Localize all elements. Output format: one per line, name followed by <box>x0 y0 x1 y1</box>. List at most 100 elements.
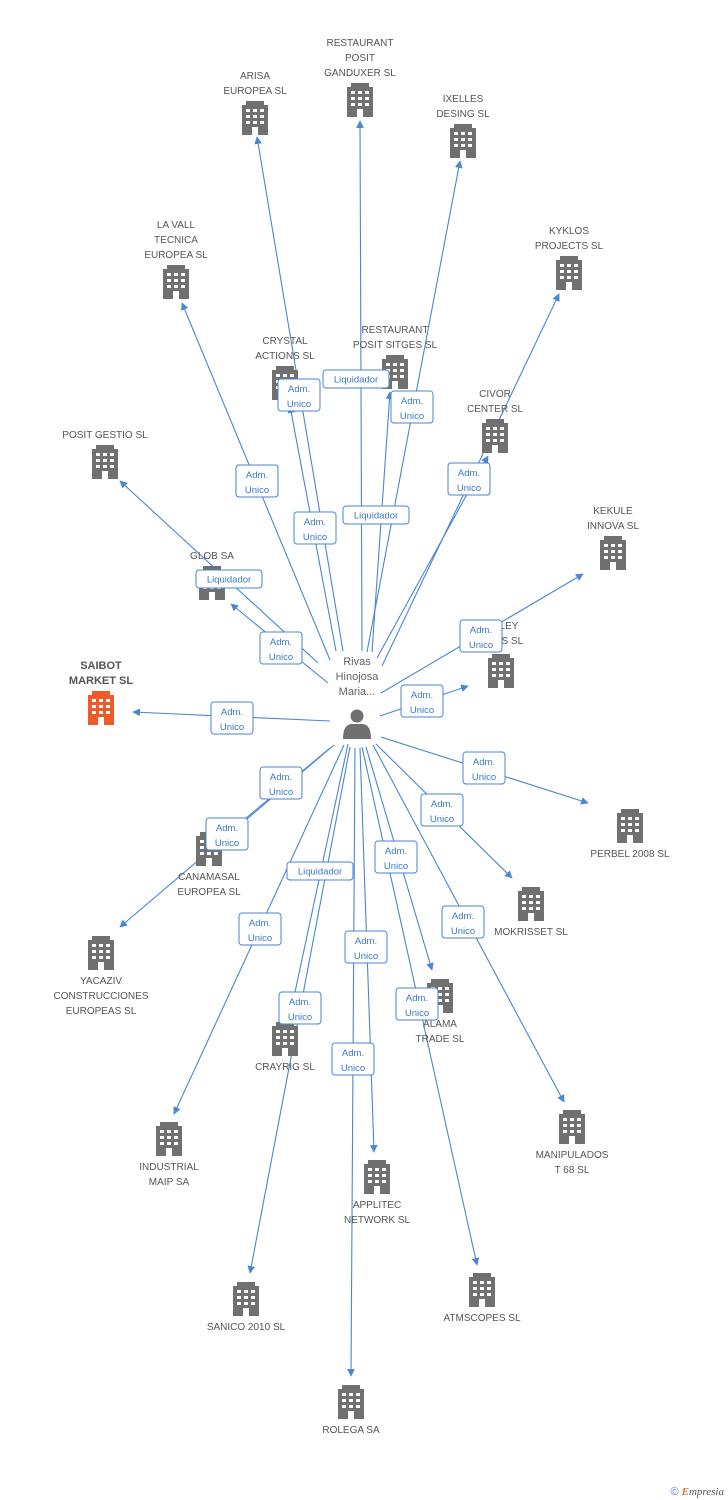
relation-label-sanico_2010[interactable]: Adm.Unico <box>278 991 322 1025</box>
company-label: GLOB SA <box>190 551 234 562</box>
company-label: ES SL <box>495 636 524 647</box>
relation-text: Unico <box>451 926 475 937</box>
company-label: INNOVA SL <box>587 521 639 532</box>
relation-label-canamasal_europea[interactable]: Adm.Unico <box>259 766 303 800</box>
relation-label-yacaziv[interactable]: Adm.Unico <box>205 817 249 851</box>
company-label: ROLEGA SA <box>322 1425 380 1436</box>
relation-label-restaurant_posit_sitges[interactable]: Liquidador <box>342 505 410 525</box>
relation-label-ley_es[interactable]: Adm.Unico <box>400 684 444 718</box>
relation-label-saibot_market[interactable]: Adm.Unico <box>210 701 254 735</box>
relation-text: Unico <box>400 411 424 422</box>
relation-text: Adm. <box>221 707 243 718</box>
company-label: MARKET SL <box>69 675 133 687</box>
relation-label-manipulados_t68[interactable]: Adm.Unico <box>441 905 485 939</box>
relation-box <box>420 793 464 827</box>
relation-text: Unico <box>303 532 327 543</box>
relation-label-civor_center[interactable]: Adm.Unico <box>447 462 491 496</box>
relation-box <box>331 1042 375 1076</box>
relation-label-restaurant_posit_ganduxer[interactable]: Adm.Unico <box>293 511 337 545</box>
company-node-rolega_sa[interactable]: ROLEGA SA <box>322 1385 380 1436</box>
company-label: NETWORK SL <box>344 1215 411 1226</box>
company-label: SAIBOT <box>80 660 122 672</box>
relation-text: Liquidador <box>207 575 251 586</box>
company-label: CRAYRIG SL <box>255 1062 315 1073</box>
relation-text: Adm. <box>289 997 311 1008</box>
person-name: Hinojosa <box>336 671 380 683</box>
relation-text: Adm. <box>473 757 495 768</box>
company-node-sanico_2010[interactable]: SANICO 2010 SL <box>207 1282 286 1333</box>
company-label: TECNICA <box>154 235 198 246</box>
company-label: IXELLES <box>443 94 484 105</box>
building-icon <box>233 1282 259 1316</box>
relation-text: Unico <box>269 787 293 798</box>
relation-label-restaurant_posit_ganduxer[interactable]: Liquidador <box>322 369 390 389</box>
relation-label-glob_sa[interactable]: Adm.Unico <box>259 631 303 665</box>
building-icon <box>163 265 189 299</box>
relation-label-applitec_network[interactable]: Adm.Unico <box>344 930 388 964</box>
building-icon <box>364 1160 390 1194</box>
building-icon <box>92 445 118 479</box>
relation-label-rolega_sa[interactable]: Adm.Unico <box>331 1042 375 1076</box>
company-node-saibot_market[interactable]: SAIBOT MARKET SL <box>69 660 133 725</box>
relation-label-mokrisset[interactable]: Adm.Unico <box>420 793 464 827</box>
company-node-perbel_2008[interactable]: PERBEL 2008 SL <box>590 809 670 860</box>
company-label: POSIT GESTIO SL <box>62 430 148 441</box>
company-label: MOKRISSET SL <box>494 927 568 938</box>
building-icon <box>559 1110 585 1144</box>
relation-label-crystal_actions[interactable]: Adm.Unico <box>277 378 321 412</box>
company-label: ARISA <box>240 71 270 82</box>
relation-label-atmscopes[interactable]: Adm.Unico <box>395 987 439 1021</box>
relation-text: Adm. <box>355 936 377 947</box>
company-node-posit_gestio[interactable]: POSIT GESTIO SL <box>62 430 148 479</box>
relation-text: Unico <box>472 772 496 783</box>
person-name: Maria... <box>339 686 376 698</box>
company-node-mokrisset[interactable]: MOKRISSET SL <box>494 887 568 938</box>
relation-box <box>344 930 388 964</box>
company-node-crayrig[interactable]: CRAYRIG SL <box>255 1022 315 1073</box>
relation-text: Adm. <box>431 799 453 810</box>
company-label: RESTAURANT <box>361 325 428 336</box>
relation-label-alama_trade[interactable]: Adm.Unico <box>374 840 418 874</box>
company-node-arisa_europea[interactable]: ARISA EUROPEA SL <box>223 71 287 135</box>
company-label: CANAMASAL <box>178 872 240 883</box>
relation-label-posit_gestio[interactable]: Liquidador <box>195 569 263 589</box>
relation-box <box>390 390 434 424</box>
relation-label-crayrig[interactable]: Liquidador <box>286 861 354 881</box>
company-node-glob_sa[interactable]: GLOB SA <box>190 551 234 600</box>
relation-label-industrial_maip[interactable]: Adm.Unico <box>238 912 282 946</box>
company-label: EUROPEA SL <box>177 887 241 898</box>
relation-box <box>447 462 491 496</box>
edges-layer <box>119 120 589 1377</box>
company-label: GANDUXER SL <box>324 68 396 79</box>
company-label: T 68 SL <box>555 1165 590 1176</box>
relation-box <box>277 378 321 412</box>
relation-label-ixelles_desing[interactable]: Adm.Unico <box>390 390 434 424</box>
relation-box <box>278 991 322 1025</box>
relation-text: Adm. <box>216 823 238 834</box>
company-node-civor_center[interactable]: CIVOR CENTER SL <box>467 389 524 453</box>
relation-label-kekule_innova[interactable]: Adm.Unico <box>459 619 503 653</box>
company-label: CENTER SL <box>467 404 524 415</box>
company-label: CIVOR <box>479 389 511 400</box>
relation-text: Unico <box>469 640 493 651</box>
relation-box <box>374 840 418 874</box>
center-person[interactable]: RivasHinojosaMaria... <box>336 656 380 739</box>
company-label: EUROPEA SL <box>223 86 287 97</box>
company-node-canamasal_europea[interactable]: CANAMASAL EUROPEA SL <box>177 832 241 898</box>
relation-label-la_vall_tecnica[interactable]: Adm.Unico <box>235 464 279 498</box>
relation-label-perbel_2008[interactable]: Adm. Unico <box>462 751 506 785</box>
company-node-atmscopes[interactable]: ATMSCOPES SL <box>443 1273 521 1324</box>
